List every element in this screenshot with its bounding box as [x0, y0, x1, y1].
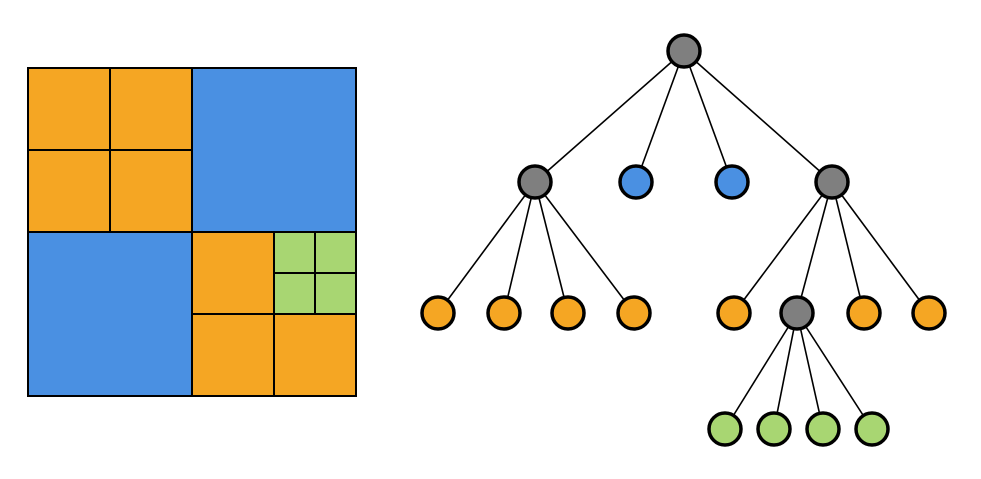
tree-nodes [420, 33, 947, 447]
grid-cell-se-nw [191, 231, 275, 315]
tree-edge-n4-b-to-n4-b-a [724, 312, 798, 430]
tree-edge-root-to-n3 [683, 50, 733, 183]
tree-edge-root-to-n1 [534, 50, 685, 183]
grid-cell-nw-nw [27, 67, 111, 151]
tree-node-n4-c [846, 295, 882, 331]
grid-cell-se-ne-nw [273, 231, 316, 274]
tree-node-n1-c [550, 295, 586, 331]
tree-node-n3 [714, 164, 750, 200]
tree-node-n1-a [420, 295, 456, 331]
grid-cell-nw-se [109, 149, 193, 233]
tree-edge-root-to-n4 [683, 50, 833, 183]
tree-edge-n4-b-to-n4-b-b [773, 312, 798, 430]
tree-edge-n4-to-n4-c [831, 181, 865, 314]
tree-node-n2 [618, 164, 654, 200]
grid-border [27, 67, 357, 397]
tree-node-n4-a [716, 295, 752, 331]
grid-cell-se-se [273, 313, 357, 397]
tree-edge-n4-b-to-n4-b-d [796, 312, 873, 430]
tree-node-n1 [517, 164, 553, 200]
tree-node-n4-b-a [707, 411, 743, 447]
tree-node-n4-b-b [756, 411, 792, 447]
tree-node-n4-b [779, 295, 815, 331]
tree-edge-n1-to-n1-c [534, 181, 569, 314]
grid-cell-nw-sw [27, 149, 111, 233]
grid-cell-se-ne-sw [273, 272, 316, 315]
tree-node-n4-b-d [854, 411, 890, 447]
grid-cell-sw [27, 231, 193, 397]
grid-cell-nw-ne [109, 67, 193, 151]
quadtree-grid [27, 67, 357, 397]
tree-node-n4 [814, 164, 850, 200]
tree-edge-n1-to-n1-a [437, 181, 536, 314]
tree-node-n1-d [616, 295, 652, 331]
tree-node-n1-b [486, 295, 522, 331]
tree-edge-n4-b-to-n4-b-c [796, 312, 824, 430]
tree-edge-n4-to-n4-a [733, 181, 833, 314]
grid-cell-se-sw [191, 313, 275, 397]
tree-edge-n1-to-n1-d [534, 181, 635, 314]
tree-node-root [666, 33, 702, 69]
grid-cell-se-ne-se [314, 272, 357, 315]
tree-edges [437, 50, 930, 430]
tree-node-n4-d [911, 295, 947, 331]
grid-cell-ne [191, 67, 357, 233]
tree-node-n4-b-c [805, 411, 841, 447]
grid-cell-se-ne-ne [314, 231, 357, 274]
tree-edge-n4-to-n4-b [796, 181, 833, 314]
tree-edge-n4-to-n4-d [831, 181, 930, 314]
tree-edge-root-to-n2 [635, 50, 685, 183]
tree-edge-n1-to-n1-b [503, 181, 536, 314]
